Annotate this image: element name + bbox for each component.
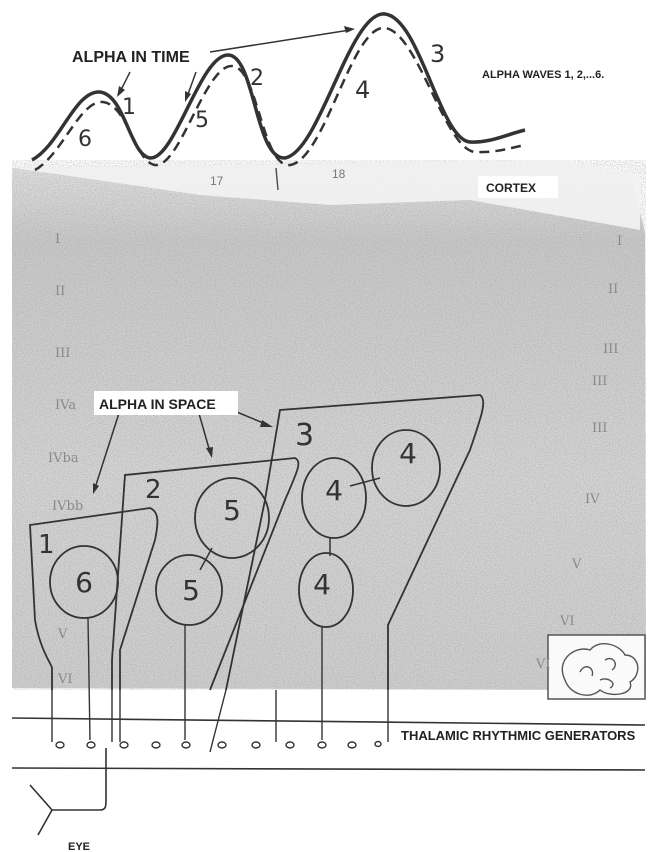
cluster-number: 5 <box>182 574 200 607</box>
region-number: 3 <box>295 418 314 453</box>
wave-number: 1 <box>122 95 136 120</box>
eye-label: EYE <box>68 841 90 852</box>
layer-label: VI <box>535 657 551 672</box>
cortex-panel <box>12 160 646 690</box>
layer-label: III <box>55 346 70 361</box>
cortex-label: CORTEX <box>486 181 536 195</box>
layer-label: VI <box>57 672 73 687</box>
layer-label: I <box>617 234 622 249</box>
layer-label: III <box>603 342 618 357</box>
cluster-number: 4 <box>399 437 417 470</box>
alpha-time-arrow-3 <box>210 30 350 52</box>
cluster-number: 4 <box>313 568 331 601</box>
brain-inset <box>548 635 645 699</box>
area-number-17: 17 <box>210 174 224 188</box>
layer-label: V <box>57 627 68 642</box>
layer-label: V <box>571 557 582 572</box>
eye-icon <box>30 748 106 835</box>
region-number: 1 <box>38 530 55 560</box>
layer-label: II <box>608 282 618 297</box>
layer-label: I <box>55 232 60 247</box>
layer-label: IVba <box>48 451 79 466</box>
layer-label: IVbb <box>52 499 83 514</box>
cluster-number: 4 <box>325 474 343 507</box>
layer-label: II <box>55 284 65 299</box>
thalamic-label: THALAMIC RHYTHMIC GENERATORS <box>401 728 636 743</box>
layer-label: IV <box>585 492 600 507</box>
alpha-in-space-label: ALPHA IN SPACE <box>99 396 216 412</box>
optic-path <box>52 748 106 810</box>
wave-number: 2 <box>250 66 264 91</box>
eye-outline <box>30 785 52 835</box>
layer-label: VI <box>559 614 575 629</box>
alpha-waves <box>32 14 525 170</box>
region-number: 2 <box>145 475 162 505</box>
thalamic-lines <box>12 718 645 770</box>
cluster-number: 5 <box>223 494 241 527</box>
layer-label: IVa <box>55 398 76 413</box>
alpha-in-time-label: ALPHA IN TIME <box>72 49 190 66</box>
thalamic-generators <box>56 742 381 749</box>
wave-number: 3 <box>430 40 445 68</box>
wave-number: 4 <box>355 76 370 104</box>
layer-label: III <box>592 421 607 436</box>
wave-number: 6 <box>78 127 92 152</box>
area-number-18: 18 <box>332 167 346 181</box>
alpha-waves-label: ALPHA WAVES 1, 2,...6. <box>482 69 604 81</box>
cluster-number: 6 <box>75 566 93 599</box>
wave-number: 5 <box>195 108 209 133</box>
alpha-wave-solid <box>32 14 525 160</box>
layer-label: III <box>592 374 607 389</box>
